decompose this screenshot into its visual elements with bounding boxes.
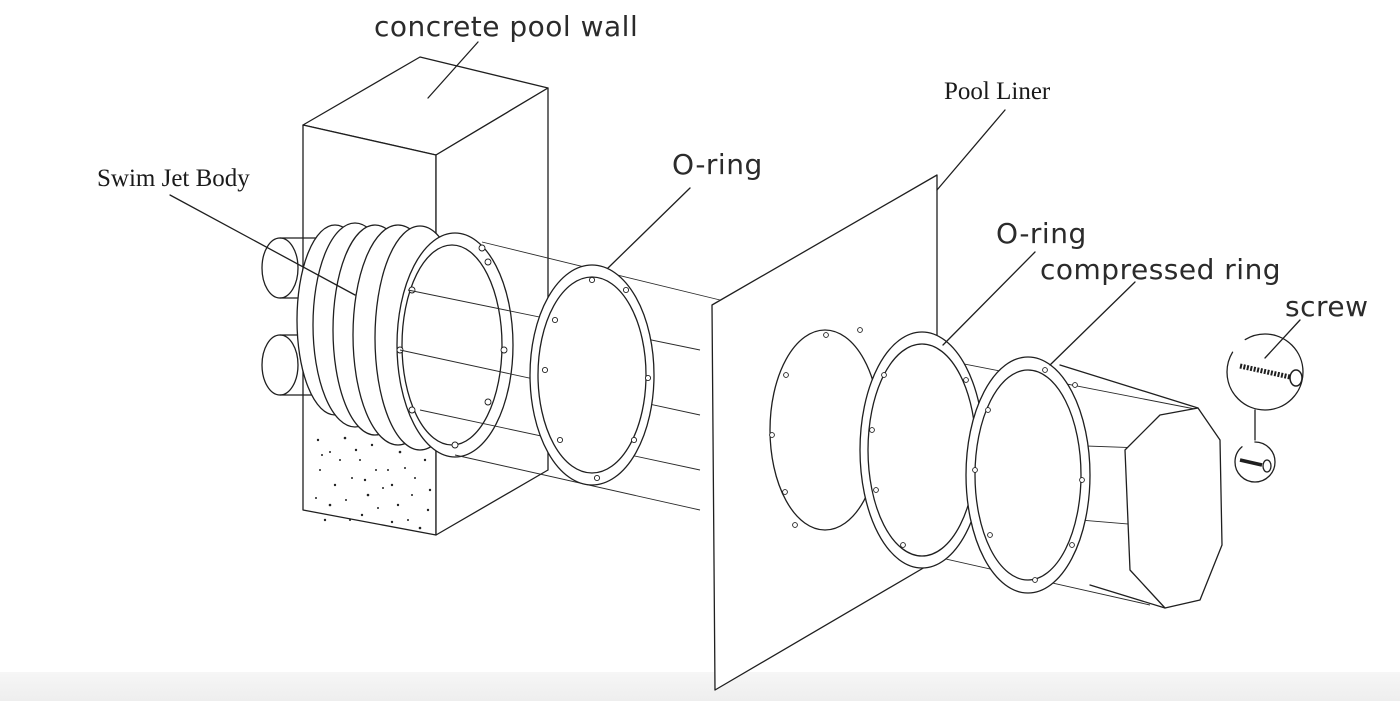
- o-ring-1: [529, 264, 655, 486]
- screw-icon: [1239, 363, 1303, 387]
- o-ring-2: [859, 331, 985, 569]
- label-o-ring-2: O-ring: [996, 217, 1087, 250]
- label-compressed-ring: compressed ring: [1040, 253, 1281, 286]
- label-swim-jet-body: Swim Jet Body: [97, 165, 250, 192]
- small-screw-icon: [1239, 458, 1272, 473]
- label-concrete-pool-wall: concrete pool wall: [374, 10, 638, 43]
- screw-detail: [1226, 333, 1304, 483]
- label-screw: screw: [1285, 290, 1369, 323]
- end-housing: [1059, 364, 1223, 609]
- bottom-shadow-band: [0, 672, 1400, 701]
- swim-jet-body: [261, 222, 514, 458]
- concrete-speckle: [315, 436, 432, 530]
- leader-lines: [169, 41, 1301, 366]
- label-o-ring-1: O-ring: [672, 148, 763, 181]
- compressed-ring: [965, 356, 1091, 594]
- label-pool-liner: Pool Liner: [944, 78, 1051, 105]
